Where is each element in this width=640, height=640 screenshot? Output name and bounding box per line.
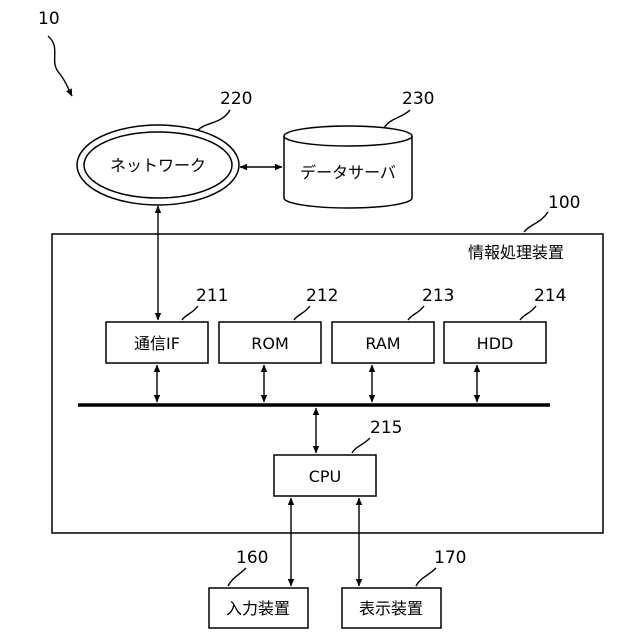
display-device-ref-label: 170 xyxy=(434,548,466,568)
data-server-ref-label: 230 xyxy=(402,89,434,109)
data-server-label: データサーバ xyxy=(300,163,396,182)
ram-ref-label: 213 xyxy=(422,286,454,306)
input-device-label: 入力装置 xyxy=(226,599,290,618)
input-device-ref-leader xyxy=(228,568,246,586)
network-ref-label: 220 xyxy=(220,89,252,109)
cpu-label: CPU xyxy=(309,467,342,486)
comm-if-label: 通信IF xyxy=(134,334,180,353)
hdd-label: HDD xyxy=(477,334,514,353)
rom-label: ROM xyxy=(251,334,289,353)
cpu-node: CPU xyxy=(274,455,376,496)
display-device-node: 表示装置 xyxy=(342,588,441,628)
ram-node: RAM xyxy=(332,322,434,363)
info-processor-ref-leader xyxy=(524,212,548,232)
network-ref-leader xyxy=(198,110,230,130)
info-processor-ref-label: 100 xyxy=(548,193,580,213)
ram-label: RAM xyxy=(365,334,400,353)
system-ref-leader xyxy=(48,36,72,96)
rom-node: ROM xyxy=(219,322,321,363)
network-node: ネットワーク xyxy=(77,125,239,205)
system-ref-label: 10 xyxy=(38,9,60,29)
input-device-node: 入力装置 xyxy=(209,588,308,628)
data-server-ref-leader xyxy=(384,110,410,128)
hdd-ref-label: 214 xyxy=(534,286,566,306)
display-device-label: 表示装置 xyxy=(359,599,423,618)
hdd-node: HDD xyxy=(444,322,546,363)
cpu-ref-label: 215 xyxy=(370,418,402,438)
display-device-ref-leader xyxy=(416,568,436,586)
network-label: ネットワーク xyxy=(110,156,206,175)
comm-if-ref-label: 211 xyxy=(196,286,228,306)
info-processor-label: 情報処理装置 xyxy=(468,243,564,262)
comm-if-node: 通信IF xyxy=(106,322,208,363)
data-server-node: データサーバ xyxy=(284,126,412,208)
rom-ref-label: 212 xyxy=(306,286,338,306)
input-device-ref-label: 160 xyxy=(236,548,268,568)
